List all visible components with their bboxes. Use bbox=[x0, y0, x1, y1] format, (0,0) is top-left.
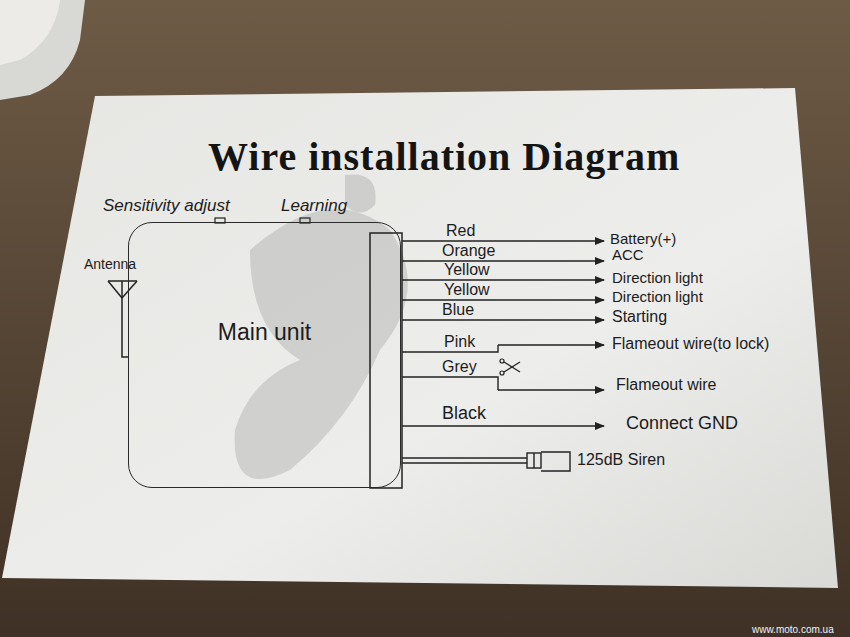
paper-sheet bbox=[2, 88, 838, 588]
antenna-label: Antenna bbox=[84, 256, 136, 272]
wire-destination: Flameout wire bbox=[616, 376, 716, 394]
wires bbox=[402, 241, 604, 463]
wire-destination: Direction light bbox=[612, 288, 703, 305]
cut-symbol bbox=[500, 359, 520, 375]
diagram-title: Wire installation Diagram bbox=[208, 134, 680, 180]
siren-label: 125dB Siren bbox=[577, 451, 665, 469]
wire-colour: Blue bbox=[442, 301, 474, 319]
wire-colour: Orange bbox=[442, 242, 495, 260]
remote-device bbox=[0, 0, 85, 100]
wire-destination: Battery(+) bbox=[610, 230, 676, 247]
control-label: Sensitivity adjust bbox=[103, 196, 230, 216]
wire-colour: Red bbox=[446, 222, 475, 240]
siren-plug bbox=[527, 452, 570, 471]
wire-colour: Black bbox=[442, 403, 486, 424]
wire-destination: ACC bbox=[612, 246, 644, 263]
wire-destination: Flameout wire(to lock) bbox=[612, 335, 769, 353]
wire-destination: Starting bbox=[612, 308, 667, 326]
control-label: Learning bbox=[281, 196, 347, 216]
wire-colour: Grey bbox=[442, 358, 477, 376]
remote-device-top bbox=[0, 0, 60, 65]
wire-colour: Yellow bbox=[444, 281, 490, 299]
main-unit-box: Main unit bbox=[128, 222, 401, 488]
watermark-text: www.moto.com.ua bbox=[752, 624, 834, 636]
wire-colour: Pink bbox=[444, 333, 475, 351]
antenna-symbol bbox=[108, 281, 137, 357]
connector-strip bbox=[370, 233, 402, 488]
wire-destination: Connect GND bbox=[626, 413, 738, 434]
wire-colour: Yellow bbox=[444, 261, 490, 279]
wire-destination: Direction light bbox=[612, 269, 703, 286]
unit-label: Main unit bbox=[129, 319, 400, 345]
